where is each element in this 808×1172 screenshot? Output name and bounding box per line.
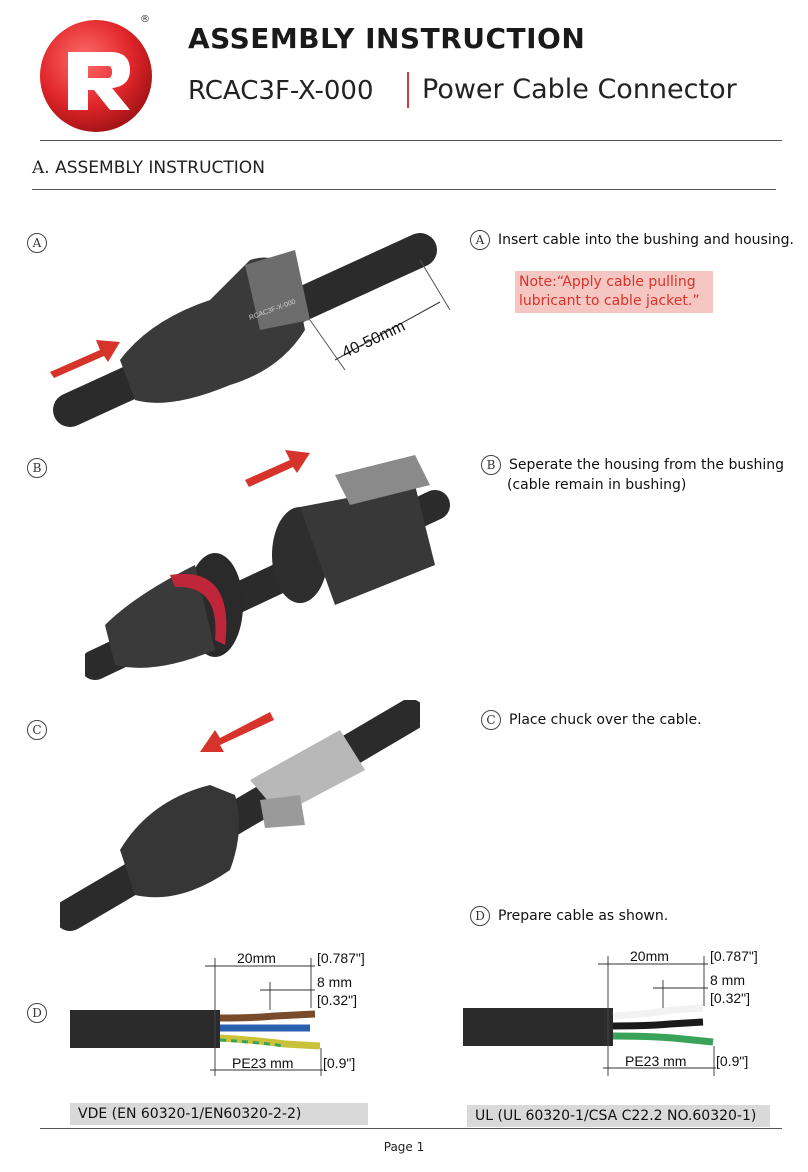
header-rule (40, 140, 782, 141)
bushing-c (120, 785, 239, 898)
step-d-text: D Prepare cable as shown. (470, 906, 668, 926)
page-number: Page 1 (383, 1140, 425, 1154)
step-marker-c: C (27, 720, 47, 740)
step-b-instruction-2: (cable remain in bushing) (507, 477, 687, 493)
step-a-text: A Insert cable into the bushing and housi… (470, 230, 794, 250)
red-arrow-b (245, 450, 310, 487)
cable-jacket-ul (463, 1008, 613, 1046)
red-arrow-c (200, 712, 274, 752)
step-d-instruction: Prepare cable as shown. (498, 908, 669, 924)
section-rule (32, 189, 776, 190)
step-b-instruction: Seperate the housing from the bushing (509, 457, 785, 473)
vde-dim-09in: [0.9"] (323, 1055, 355, 1071)
step-b-text: B Seperate the housing from the bushing (… (481, 455, 784, 495)
rotation-arrow-b (170, 573, 227, 645)
cable-diagram-vde: 20mm [0.787"] 8 mm [0.32"] PE23 mm [0.9"… (70, 950, 365, 1076)
ul-dim-032in: [0.32"] (710, 990, 750, 1006)
red-arrow-a (50, 340, 120, 378)
step-c-marker: C (481, 710, 501, 730)
section-heading: A. ASSEMBLY INSTRUCTION (32, 158, 265, 178)
step-marker-d: D (27, 1003, 47, 1023)
connector-a: RCAC3F-X-000 (120, 250, 310, 403)
illustration-step-a: RCAC3F-X-000 40-50mm (50, 233, 451, 427)
note-line-2: lubricant to cable jacket.” (519, 293, 700, 309)
section-letter: A. (32, 158, 50, 178)
step-a-marker: A (470, 230, 490, 250)
standard-label-ul: UL (UL 60320-1/CSA C22.2 NO.60320-1) (467, 1105, 770, 1127)
step-c-instruction: Place chuck over the cable. (509, 712, 702, 728)
note-line-1: Note:“Apply cable pulling (519, 274, 696, 290)
illustration-step-b (85, 450, 450, 680)
product-subtitle: Power Cable Connector (422, 74, 737, 105)
housing-b (272, 455, 435, 605)
vde-dim-0787in: [0.787"] (317, 950, 365, 966)
standard-label-vde: VDE (EN 60320-1/EN60320-2-2) (70, 1103, 368, 1125)
vde-dim-8mm: 8 mm (317, 974, 352, 990)
page-title: ASSEMBLY INSTRUCTION (188, 22, 586, 55)
ul-dim-pe23: PE23 mm (625, 1053, 686, 1069)
illustration-step-c (60, 700, 420, 931)
ul-dim-0787in: [0.787"] (710, 948, 758, 964)
vde-dim-pe23: PE23 mm (232, 1055, 293, 1071)
section-title: ASSEMBLY INSTRUCTION (55, 158, 265, 178)
header-divider (407, 72, 409, 108)
cable-jacket-vde (70, 1010, 220, 1048)
step-b-marker: B (481, 455, 501, 475)
model-number: RCAC3F-X-000 (188, 76, 374, 106)
registered-mark: ® (140, 14, 150, 25)
step-d-marker: D (470, 906, 490, 926)
dimension-label-a: 40-50mm (340, 318, 408, 362)
ul-dim-09in: [0.9"] (716, 1053, 748, 1069)
lubricant-note: Note:“Apply cable pulling lubricant to c… (515, 271, 713, 313)
step-a-instruction: Insert cable into the bushing and housin… (498, 232, 794, 248)
company-logo (40, 20, 152, 132)
vde-dim-20mm: 20mm (237, 950, 276, 966)
ul-dim-20mm: 20mm (630, 948, 669, 964)
step-c-text: C Place chuck over the cable. (481, 710, 702, 730)
step-marker-a: A (27, 233, 47, 253)
ul-dim-8mm: 8 mm (710, 972, 745, 988)
cable-diagram-ul: 20mm [0.787"] 8 mm [0.32"] PE23 mm [0.9"… (463, 948, 758, 1076)
step-marker-b: B (27, 458, 47, 478)
footer-rule (40, 1128, 782, 1129)
chuck-c (250, 730, 365, 828)
vde-dim-032in: [0.32"] (317, 992, 357, 1008)
